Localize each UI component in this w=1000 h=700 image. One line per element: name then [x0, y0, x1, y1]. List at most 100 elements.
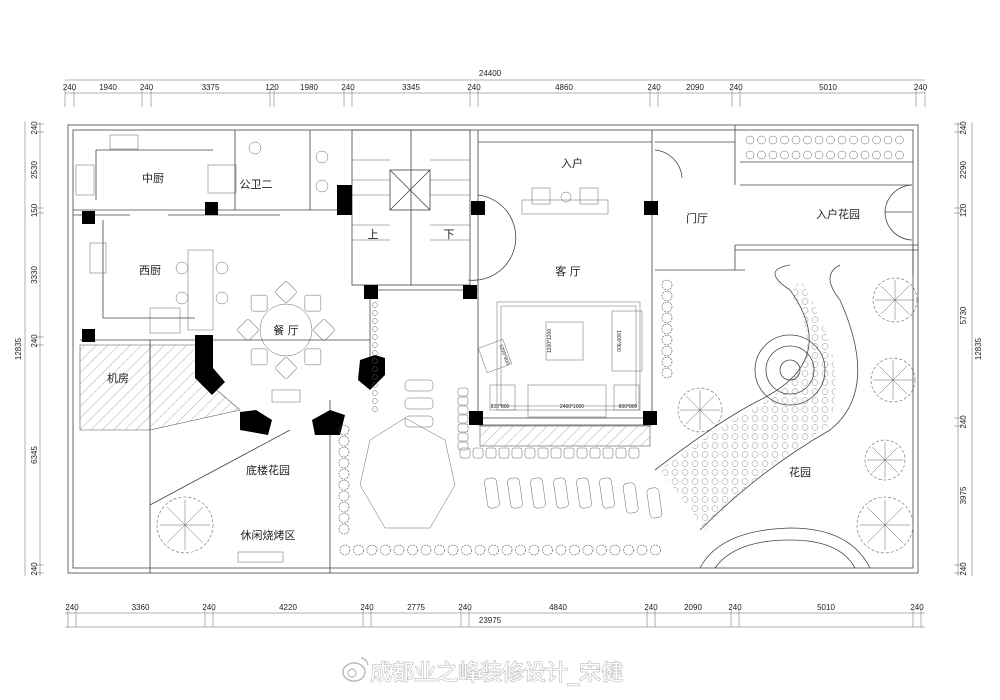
planter [457, 414, 469, 424]
planter-dot [372, 326, 378, 332]
dimension-label: 120 [959, 203, 968, 217]
shrub-icon [420, 544, 432, 556]
shrub-icon [661, 334, 673, 346]
dining-bay-hatch [149, 344, 241, 431]
shrub-icon [661, 323, 673, 335]
dimension-label: 240 [63, 83, 77, 92]
shrub-icon [661, 301, 673, 313]
dimension-label: 240 [360, 603, 374, 612]
planter [459, 447, 471, 459]
dimension-label: 240 [30, 334, 39, 348]
shrub-icon [380, 544, 391, 556]
label-machine-room: 机房 [107, 371, 129, 385]
main-sofa-size: 2400*1000 [560, 404, 584, 410]
planter-dot [372, 358, 378, 364]
sun-lounger [507, 477, 523, 509]
planter [537, 447, 549, 459]
terrace-hatch [479, 425, 651, 447]
tree-icon [156, 496, 214, 554]
dimension-label: 240 [910, 603, 924, 612]
shrub-icon [501, 544, 513, 556]
planter [550, 447, 562, 459]
shrub-icon [826, 135, 835, 145]
shrub-icon [338, 512, 350, 524]
label-garden: 花园 [789, 466, 811, 479]
shrub-icon [569, 544, 580, 556]
sun-lounger [484, 477, 500, 509]
dimension-label: 3345 [402, 83, 420, 92]
sun-lounger [646, 487, 663, 519]
dimension-label: 3330 [30, 266, 39, 284]
shrub-icon [582, 544, 594, 556]
shrub-icon [636, 544, 648, 556]
label-stair-down: 下 [444, 228, 455, 241]
shrub-icon [366, 544, 378, 556]
shrub-icon [745, 135, 755, 145]
shrub-icon [661, 312, 673, 324]
shrub-icon [803, 150, 812, 160]
shrub-icon [837, 150, 847, 160]
dimension-label: 4860 [555, 83, 573, 92]
label-bbq-area: 休闲烧烤区 [241, 528, 296, 542]
dimension-label: 5730 [959, 306, 968, 324]
planter-dot [372, 398, 378, 404]
sun-lounger [576, 477, 592, 509]
planter [563, 447, 575, 459]
dimension-label: 240 [202, 603, 216, 612]
dining-chair [250, 294, 268, 312]
shrub-icon [338, 424, 350, 436]
shrub-icon [488, 544, 499, 556]
planter-dot [372, 406, 378, 412]
shrub-icon [872, 135, 881, 145]
right-total-dim: 12835 [974, 337, 983, 360]
dimension-label: 2290 [959, 161, 968, 179]
dimension-label: 3360 [132, 603, 150, 612]
label-entry-garden: 入户花园 [816, 207, 860, 221]
dimension-label: 1940 [99, 83, 117, 92]
weibo-logo-icon [342, 657, 369, 682]
shrub-icon [791, 150, 801, 160]
planter-dot [372, 302, 378, 308]
shrub-icon [447, 544, 459, 556]
dimension-lines [24, 79, 973, 628]
dimension-label: 240 [728, 603, 742, 612]
planter-dot [372, 318, 378, 324]
dining-chair [250, 348, 268, 366]
planter-dot [372, 366, 378, 372]
shrub-icon [393, 544, 405, 556]
dining-chair [275, 281, 297, 303]
dimension-label: 240 [914, 83, 928, 92]
dimension-label: 240 [959, 415, 968, 429]
shrub-icon [826, 150, 835, 160]
shrub-icon [461, 544, 472, 556]
shrub-icon [338, 490, 350, 502]
planter [511, 447, 523, 459]
planter [457, 387, 469, 397]
dimension-label: 2775 [407, 603, 425, 612]
dimension-label: 5010 [819, 83, 837, 92]
left-total-dim: 12835 [14, 337, 23, 360]
sun-lounger [530, 477, 546, 509]
shrub-icon [895, 135, 904, 145]
shrub-icon [339, 544, 351, 556]
label-foyer: 门厅 [686, 211, 708, 225]
shrub-icon [353, 544, 364, 556]
planter [615, 447, 627, 459]
shrub-icon [860, 135, 870, 145]
planter-dot [372, 334, 378, 340]
shrub-icon [849, 150, 858, 160]
furniture: 1200*800 1200*1200 1800*800 800*800 2400… [75, 134, 663, 563]
shrub-icon [434, 544, 445, 556]
planter [457, 432, 469, 442]
planter [576, 447, 588, 459]
shrub-icon [872, 150, 881, 160]
shrub-icon [661, 356, 673, 368]
label-public-bath: 公卫二 [240, 178, 273, 191]
planter [457, 405, 469, 415]
watermark: 成都业之峰装修设计_宋健 [342, 657, 624, 687]
shrub-icon [542, 544, 553, 556]
label-ground-garden: 底楼花园 [246, 463, 290, 477]
label-entry: 入户 [561, 156, 583, 170]
side-sofa-size: 1800*800 [615, 330, 621, 352]
